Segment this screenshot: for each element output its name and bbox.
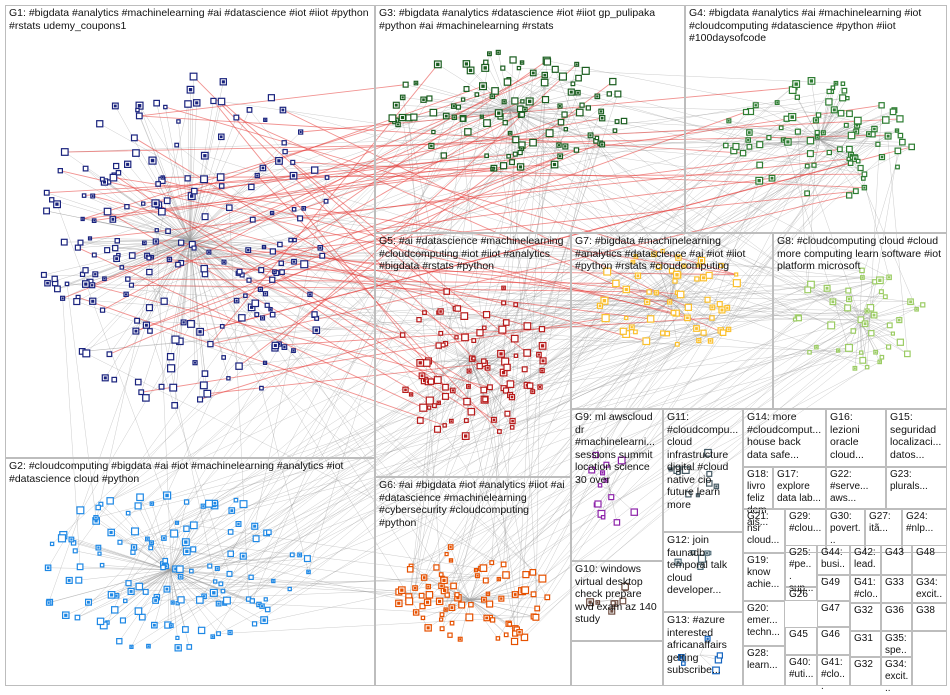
group-g19: G19: know achie... bbox=[743, 553, 785, 601]
group-label: G32 bbox=[854, 659, 878, 671]
group-g7: G7: #bigdata #machinelearning #analytics… bbox=[571, 233, 773, 409]
group-label: G8: #cloudcomputing cloud #cloud more co… bbox=[777, 235, 944, 273]
group-g8: G8: #cloudcomputing cloud #cloud more co… bbox=[773, 233, 947, 409]
group-g12: G12: join faunadb temporal talk cloud de… bbox=[663, 532, 743, 612]
group-g4: G4: #bigdata #analytics #ai #machinelear… bbox=[685, 5, 947, 233]
group-g21: G21: nsr cloud... bbox=[743, 509, 785, 553]
group-g47: G46 bbox=[817, 627, 850, 655]
group-g44: G44: busi... bbox=[817, 545, 850, 575]
group-label: G2: #cloudcomputing #bigdata #ai #iot #m… bbox=[9, 460, 372, 485]
group-g41: G41: #clo... bbox=[850, 575, 881, 603]
group-g51: G49 bbox=[817, 575, 850, 601]
group-g22: G22: #serve... aws... bbox=[826, 467, 886, 509]
group-g33: G32 bbox=[850, 603, 881, 631]
group-label: G20: emer... techn... bbox=[747, 603, 782, 639]
group-g31: G31 bbox=[850, 631, 881, 657]
group-label: G36 bbox=[885, 605, 909, 617]
group-label: G21: nsr cloud... bbox=[747, 511, 782, 547]
group-label: G23: plurals... bbox=[890, 469, 944, 493]
group-label: G29: #clou... bbox=[789, 511, 823, 535]
group-g36: G34: excit... bbox=[881, 657, 912, 686]
group-g40: G38 bbox=[912, 603, 947, 631]
group-g2: G2: #cloudcomputing #bigdata #ai #iot #m… bbox=[5, 458, 375, 686]
group-label: G49 bbox=[821, 577, 847, 589]
group-g6: G6: #ai #bigdata #iot #analytics #iiot #… bbox=[375, 477, 571, 686]
group-g49: G47 bbox=[817, 601, 850, 627]
group-label: G24: #nlp... bbox=[906, 511, 944, 535]
group-label: G45 bbox=[789, 629, 814, 641]
group-g11: G11: #cloudcompu... cloud infrastructure… bbox=[663, 409, 743, 532]
group-g1: G1: #bigdata #analytics #machinelearning… bbox=[5, 5, 375, 458]
group-label: G32 bbox=[854, 605, 878, 617]
group-g10: G10: windows virtual desktop check prepa… bbox=[571, 561, 663, 641]
group-label: G10: windows virtual desktop check prepa… bbox=[575, 563, 660, 626]
group-label: G48 bbox=[916, 547, 944, 559]
group-label: G11: #cloudcompu... cloud infrastructure… bbox=[667, 411, 740, 511]
group-label: G28: learn... bbox=[747, 648, 782, 672]
group-g13: G13: #azure interested africanaffairs ge… bbox=[663, 612, 743, 686]
group-g5: G5: #ai #datascience #machinelearning #c… bbox=[375, 233, 571, 477]
group-g42: G42: lead... bbox=[850, 545, 881, 575]
group-label: G3: #bigdata #analytics #datascience #io… bbox=[379, 7, 682, 32]
group-g20: G20: emer... techn... bbox=[743, 601, 785, 646]
group-label: G26 bbox=[789, 589, 814, 601]
group-g48: G41: #clo... bbox=[817, 655, 850, 686]
group-g16: G16: lezioni oracle cloud... bbox=[826, 409, 886, 467]
group-g9: G9: ml awscloud dr #machinelearni... ses… bbox=[571, 409, 663, 561]
group-g25: G25: #pe... sup... bbox=[785, 545, 817, 587]
group-label: G22: #serve... aws... bbox=[830, 469, 883, 505]
group-label: G14: more #cloudcomput... house back dat… bbox=[747, 411, 823, 461]
group-label: G31 bbox=[854, 633, 878, 645]
group-label: G7: #bigdata #machinelearning #analytics… bbox=[575, 235, 770, 273]
group-label: G34: excit... bbox=[885, 659, 909, 695]
group-g35: G34: excit... bbox=[912, 575, 947, 603]
group-label: G46 bbox=[821, 629, 847, 641]
group-label: G15: seguridad localizaci... datos... bbox=[890, 411, 944, 461]
group-g50: G48 bbox=[912, 545, 947, 575]
group-g10b bbox=[571, 641, 663, 686]
group-g23: G23: plurals... bbox=[886, 467, 947, 509]
group-g34: G33 bbox=[881, 575, 912, 603]
group-g15: G15: seguridad localizaci... datos... bbox=[886, 409, 947, 467]
group-label: G19: know achie... bbox=[747, 555, 782, 591]
group-label: G16: lezioni oracle cloud... bbox=[830, 411, 883, 461]
group-g14: G14: more #cloudcomput... house back dat… bbox=[743, 409, 826, 467]
group-g18: G18: livro feliz demais... bbox=[743, 467, 773, 509]
group-label: G4: #bigdata #analytics #ai #machinelear… bbox=[689, 7, 944, 45]
group-g46: G40: #uti... bbox=[785, 655, 817, 686]
group-g43: G43 bbox=[881, 545, 912, 575]
group-label: G27: itã... bbox=[869, 511, 899, 535]
group-g45: G45 bbox=[785, 627, 817, 655]
group-label: G43 bbox=[885, 547, 909, 559]
group-label: G5: #ai #datascience #machinelearning #c… bbox=[379, 235, 568, 273]
group-g3: G3: #bigdata #analytics #datascience #io… bbox=[375, 5, 685, 233]
group-label: G38 bbox=[916, 605, 944, 617]
group-label: G13: #azure interested africanaffairs ge… bbox=[667, 614, 740, 677]
group-g38: G35: spe... bbox=[881, 631, 912, 657]
group-g17: G17: explore data lab... bbox=[773, 467, 826, 509]
group-label: G40: #uti... bbox=[789, 657, 814, 681]
group-label: G17: explore data lab... bbox=[777, 469, 823, 505]
group-label: G30: povert... bbox=[830, 511, 862, 547]
group-label: G9: ml awscloud dr #machinelearni... ses… bbox=[575, 411, 660, 486]
group-label: G1: #bigdata #analytics #machinelearning… bbox=[9, 7, 372, 32]
group-g28: G28: learn... bbox=[743, 646, 785, 686]
group-label: G12: join faunadb temporal talk cloud de… bbox=[667, 534, 740, 597]
group-label: G33 bbox=[885, 577, 909, 589]
group-label: G6: #ai #bigdata #iot #analytics #iiot #… bbox=[379, 479, 568, 529]
group-label: G47 bbox=[821, 603, 847, 615]
group-g39: G36 bbox=[881, 603, 912, 631]
group-g32: G32 bbox=[850, 657, 881, 686]
group-g37 bbox=[912, 631, 947, 686]
group-g26: G26 bbox=[785, 587, 817, 601]
